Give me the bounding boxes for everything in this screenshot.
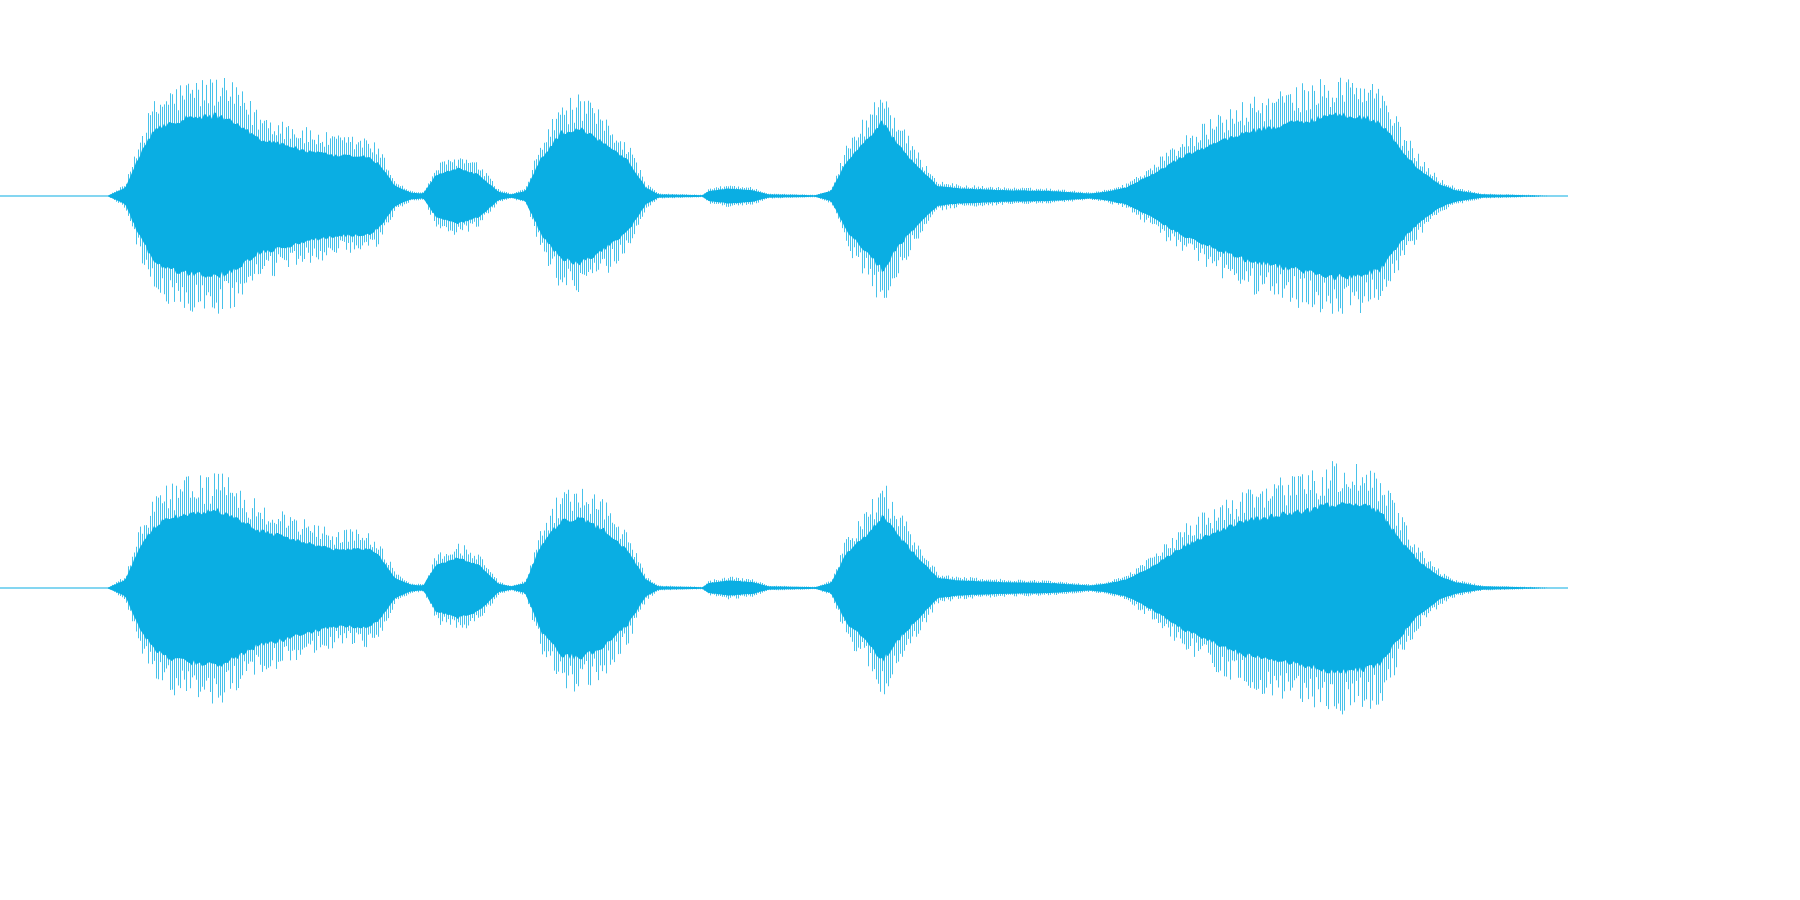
waveform-body (0, 112, 1568, 281)
waveform-channel-right (0, 461, 1568, 715)
waveform-body (0, 501, 1568, 675)
waveform-view (0, 77, 1568, 715)
waveform-channel-left (0, 77, 1568, 314)
